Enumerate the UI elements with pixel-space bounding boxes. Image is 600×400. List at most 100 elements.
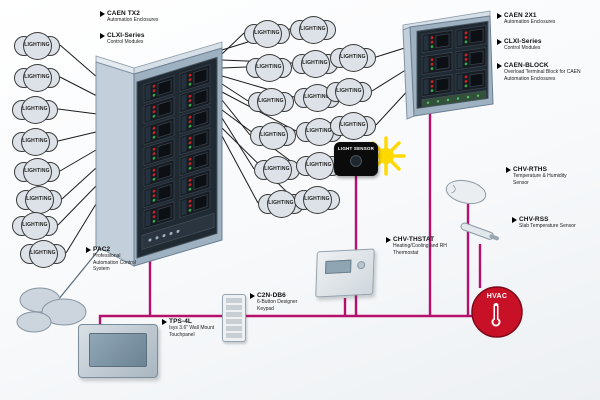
lighting-load: LIGHTING: [294, 186, 340, 214]
sensor-chv-rths: [445, 179, 487, 205]
lighting-label: LIGHTING: [14, 64, 60, 92]
lighting-label: LIGHTING: [330, 44, 376, 72]
light-sensor: LIGHT SENSOR: [334, 142, 378, 176]
keypad-c2n-db6: [222, 294, 246, 342]
lighting-label: LIGHTING: [12, 96, 58, 124]
lighting-label: LIGHTING: [258, 190, 304, 218]
callout-subtitle: Slab Temperature Sensor: [519, 223, 576, 230]
lighting-label: LIGHTING: [246, 54, 292, 82]
callout-title: C2N-DB6: [257, 292, 286, 299]
lighting-load: LIGHTING: [16, 186, 62, 214]
callout-chv-rss: CHV-RSS Slab Temperature Sensor: [512, 216, 580, 230]
callout-pac2: PAC2 Professional Automation Control Sys…: [86, 246, 144, 273]
hvac-label: HVAC: [486, 293, 508, 300]
callout-chv-rths: CHV-RTHS Temperature & Humidity Sensor: [506, 166, 580, 186]
callout-caen-block: CAEN-BLOCK Overload Terminal Block for C…: [497, 62, 582, 82]
callout-title: CLXI-Series: [107, 32, 145, 39]
callout-title: CAEN 2X1: [504, 12, 537, 19]
callout-title: CHV-RSS: [519, 216, 549, 223]
callout-subtitle: Control Modules: [504, 45, 541, 52]
lighting-label: LIGHTING: [12, 212, 58, 240]
callout-title: PAC2: [93, 246, 111, 253]
callout-title: CLXI-Series: [504, 38, 542, 45]
callout-title: CHV-THSTAT: [393, 236, 435, 243]
callout-arrow-icon: [497, 62, 502, 69]
lighting-load: LIGHTING: [12, 212, 58, 240]
callout-caen-tx2: CAEN TX2 Automation Enclosures: [100, 10, 172, 24]
lighting-load: LIGHTING: [14, 158, 60, 186]
lighting-load: LIGHTING: [14, 32, 60, 60]
callout-clxi-left: CLXI-Series Control Modules: [100, 32, 172, 46]
lighting-load: LIGHTING: [244, 20, 290, 48]
callout-arrow-icon: [512, 216, 517, 223]
callout-arrow-icon: [162, 318, 167, 325]
callout-subtitle: Professional Automation Control System: [93, 253, 136, 273]
callout-c2n-db6: C2N-DB6 6-Button Designer Keypad: [250, 292, 302, 312]
sensor-chv-rss: [460, 222, 499, 241]
callout-arrow-icon: [250, 292, 255, 299]
touchpanel-screen: [89, 333, 147, 367]
lighting-label: LIGHTING: [250, 122, 296, 150]
lighting-load: LIGHTING: [12, 128, 58, 156]
callout-arrow-icon: [100, 32, 105, 39]
lighting-label: LIGHTING: [248, 88, 294, 116]
callout-title: CAEN TX2: [107, 10, 140, 17]
callout-subtitle: 6-Button Designer Keypad: [257, 299, 298, 312]
callout-subtitle: Temperature & Humidity Sensor: [513, 173, 567, 186]
callout-subtitle: Overload Terminal Block for CAEN Automat…: [504, 69, 581, 82]
callout-chv-thstat: CHV-THSTAT Heating/Cooling and RH Thermo…: [386, 236, 454, 256]
lighting-label: LIGHTING: [294, 186, 340, 214]
light-sensor-label: LIGHT SENSOR: [337, 146, 375, 151]
hvac-unit: [471, 286, 523, 338]
lighting-load: LIGHTING: [246, 54, 292, 82]
callout-tps-4l: TPS-4L Isys 3.6" Wall Mount Touchpanel: [162, 318, 220, 338]
callout-clxi-right: CLXI-Series Control Modules: [497, 38, 577, 52]
lighting-load: LIGHTING: [248, 88, 294, 116]
lighting-label: LIGHTING: [16, 186, 62, 214]
lighting-load: LIGHTING: [20, 240, 66, 268]
lighting-label: LIGHTING: [254, 156, 300, 184]
light-sensor-lens-icon: [350, 154, 362, 167]
enclosure-caen-2x1: [402, 10, 494, 120]
callout-title: CHV-RTHS: [513, 166, 548, 173]
lighting-load: LIGHTING: [330, 44, 376, 72]
enclosure-caen-tx2: [95, 41, 223, 267]
lighting-label: LIGHTING: [14, 32, 60, 60]
network-cloud-icon: [16, 287, 87, 333]
thermostat-dial: [357, 260, 366, 270]
callout-arrow-icon: [386, 236, 391, 243]
callout-subtitle: Automation Enclosures: [504, 19, 556, 26]
network-wire: [57, 245, 103, 301]
touchpanel-tps-4l: [78, 324, 158, 378]
callout-arrow-icon: [497, 38, 502, 45]
thermostat-chv-thstat: [315, 248, 375, 298]
lighting-load: LIGHTING: [12, 96, 58, 124]
callout-subtitle: Heating/Cooling and RH Thermostat: [393, 243, 447, 256]
lighting-label: LIGHTING: [12, 128, 58, 156]
lighting-load: LIGHTING: [292, 50, 338, 78]
lighting-load: LIGHTING: [294, 84, 340, 112]
callout-subtitle: Control Modules: [107, 39, 144, 46]
lighting-load: LIGHTING: [254, 156, 300, 184]
lighting-label: LIGHTING: [20, 240, 66, 268]
lighting-load: LIGHTING: [290, 16, 336, 44]
thermostat-screen: [325, 259, 352, 275]
lighting-label: LIGHTING: [290, 16, 336, 44]
callout-arrow-icon: [497, 12, 502, 19]
callout-title: CAEN-BLOCK: [504, 62, 549, 69]
callout-subtitle: Isys 3.6" Wall Mount Touchpanel: [169, 325, 215, 338]
keypad-buttons: [226, 298, 242, 338]
lighting-label: LIGHTING: [296, 152, 342, 180]
callout-title: TPS-4L: [169, 318, 192, 325]
lighting-label: LIGHTING: [244, 20, 290, 48]
callout-subtitle: Automation Enclosures: [107, 17, 159, 24]
callout-arrow-icon: [100, 10, 105, 17]
lighting-label: LIGHTING: [14, 158, 60, 186]
callout-caen-2x1: CAEN 2X1 Automation Enclosures: [497, 12, 577, 26]
lighting-load: LIGHTING: [250, 122, 296, 150]
lighting-label: LIGHTING: [292, 50, 338, 78]
lighting-label: LIGHTING: [326, 78, 372, 106]
lighting-load: LIGHTING: [14, 64, 60, 92]
